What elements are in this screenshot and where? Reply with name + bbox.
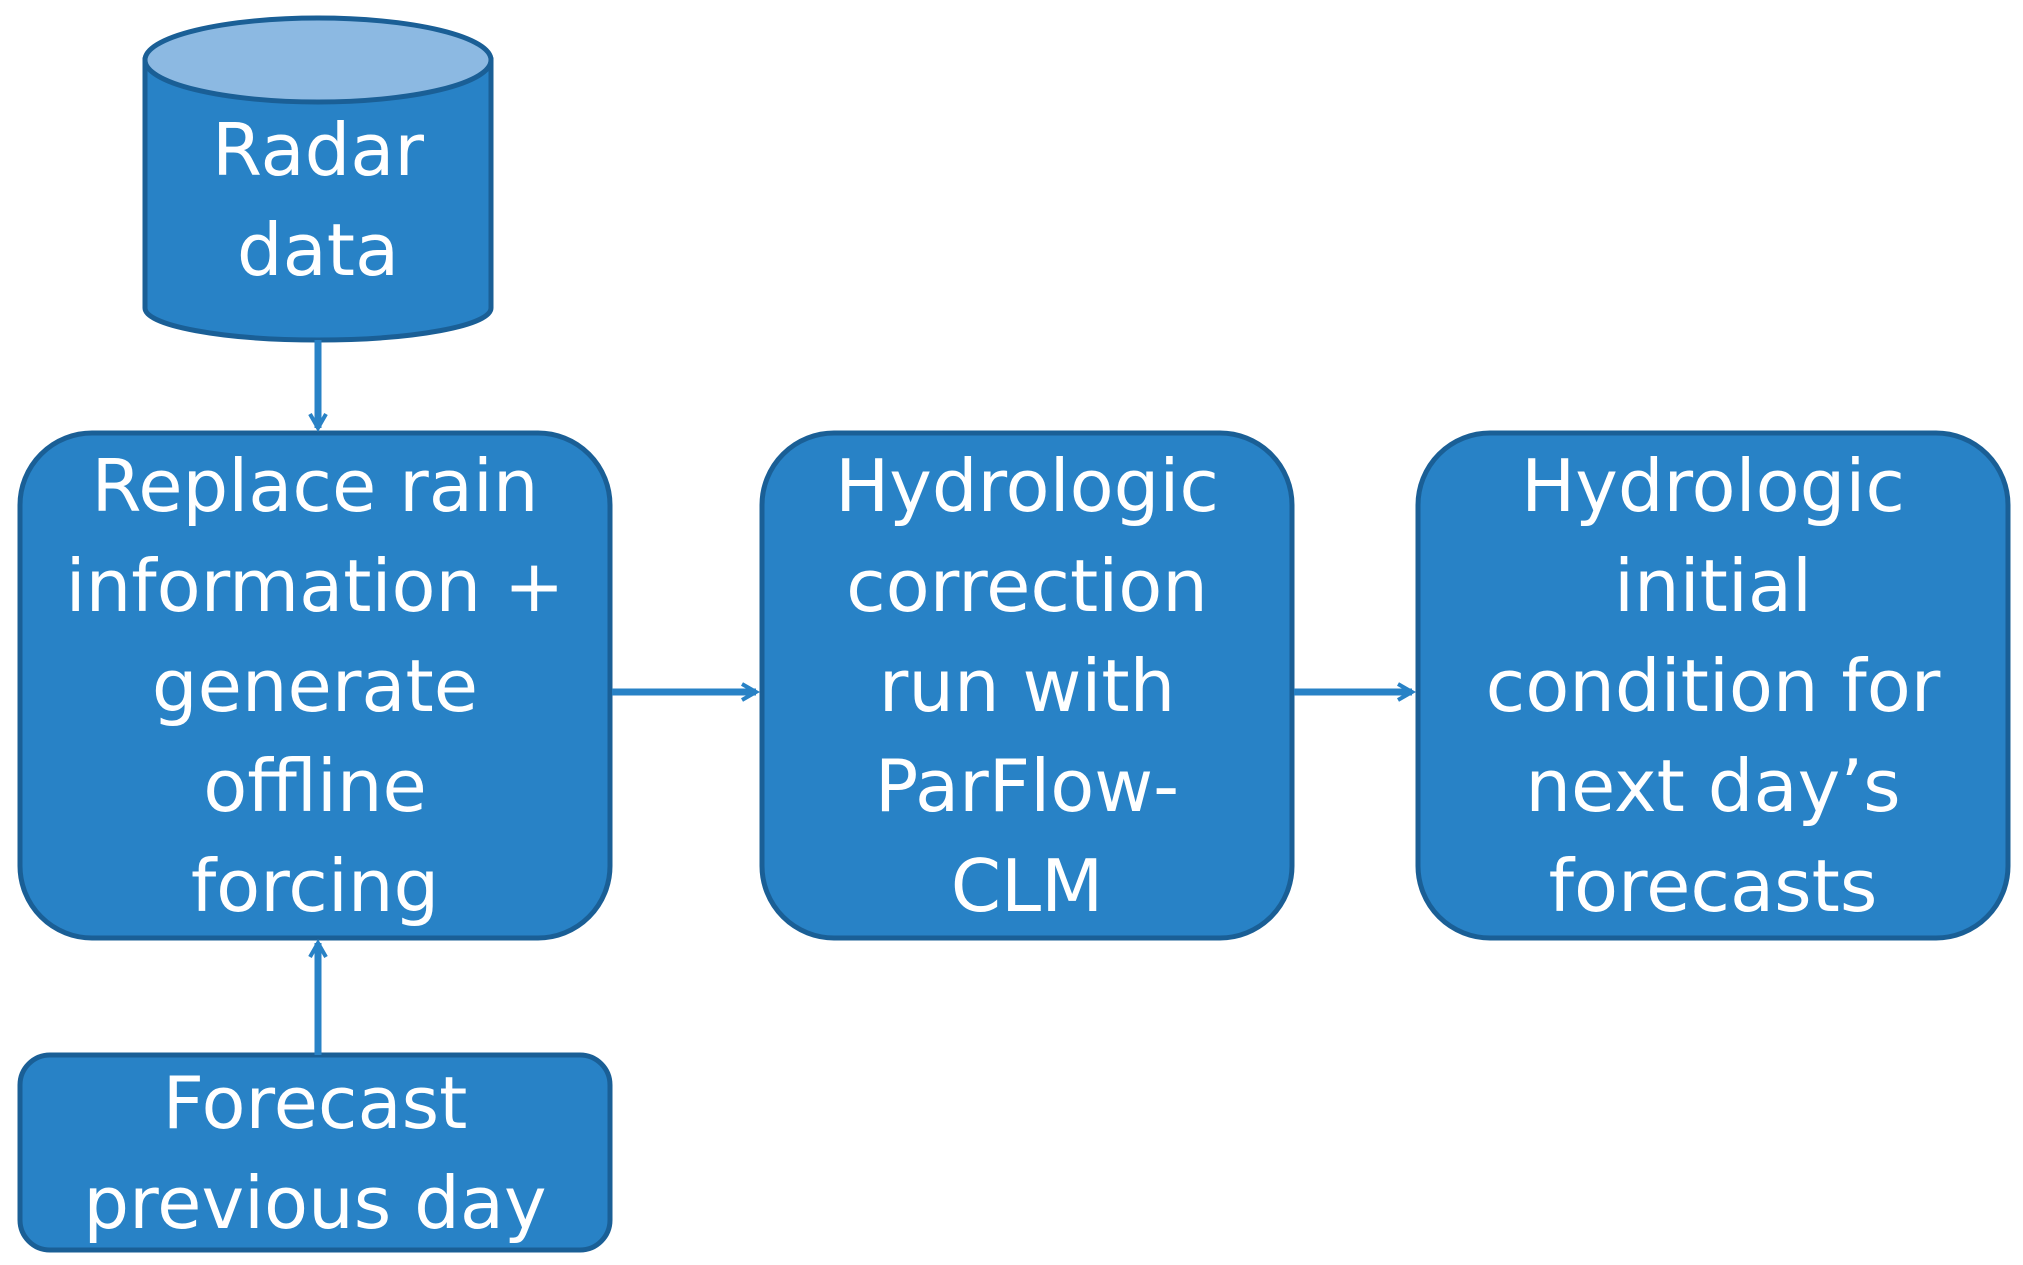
radar-cylinder-top [142,15,494,105]
hydrologic-correction-label: Hydrologic correction run with ParFlow- … [835,443,1219,928]
replace-rain-label: Replace rain information + generate offl… [65,443,565,928]
hydrologic-initial-condition-label: Hydrologic initial condition for next da… [1485,443,1941,928]
forecast-previous-day-label: Forecast previous day [83,1060,547,1245]
hydrologic-initial-condition-node [1415,430,2011,941]
replace-rain-node [17,430,613,941]
radar-cylinder-body [142,57,494,343]
radar-data-label: Radar data [212,108,424,292]
hydrologic-correction-node [759,430,1295,941]
radar-data-node [142,15,494,343]
